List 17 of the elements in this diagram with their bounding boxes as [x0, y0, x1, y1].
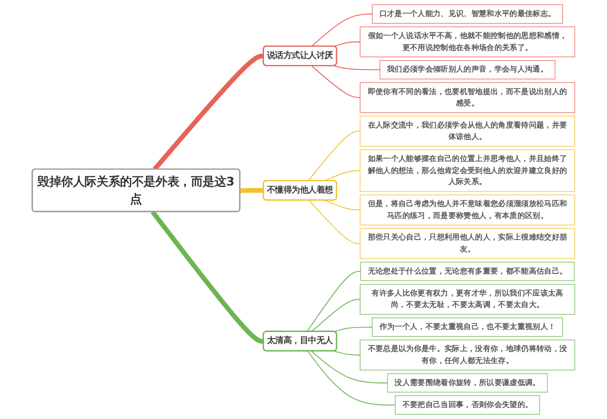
connector [324, 200, 361, 210]
connector [311, 14, 373, 47]
connector [334, 350, 361, 356]
connector [308, 130, 361, 182]
connector [308, 200, 361, 244]
connector [324, 170, 361, 182]
connector [240, 188, 264, 193]
connector [334, 65, 380, 70]
connector [311, 350, 388, 384]
connector [307, 350, 396, 406]
connector [334, 41, 361, 47]
connector [311, 298, 361, 332]
connector [150, 210, 264, 344]
connector [306, 270, 362, 332]
connector [311, 65, 361, 98]
connector [334, 326, 373, 332]
connector [152, 54, 264, 171]
